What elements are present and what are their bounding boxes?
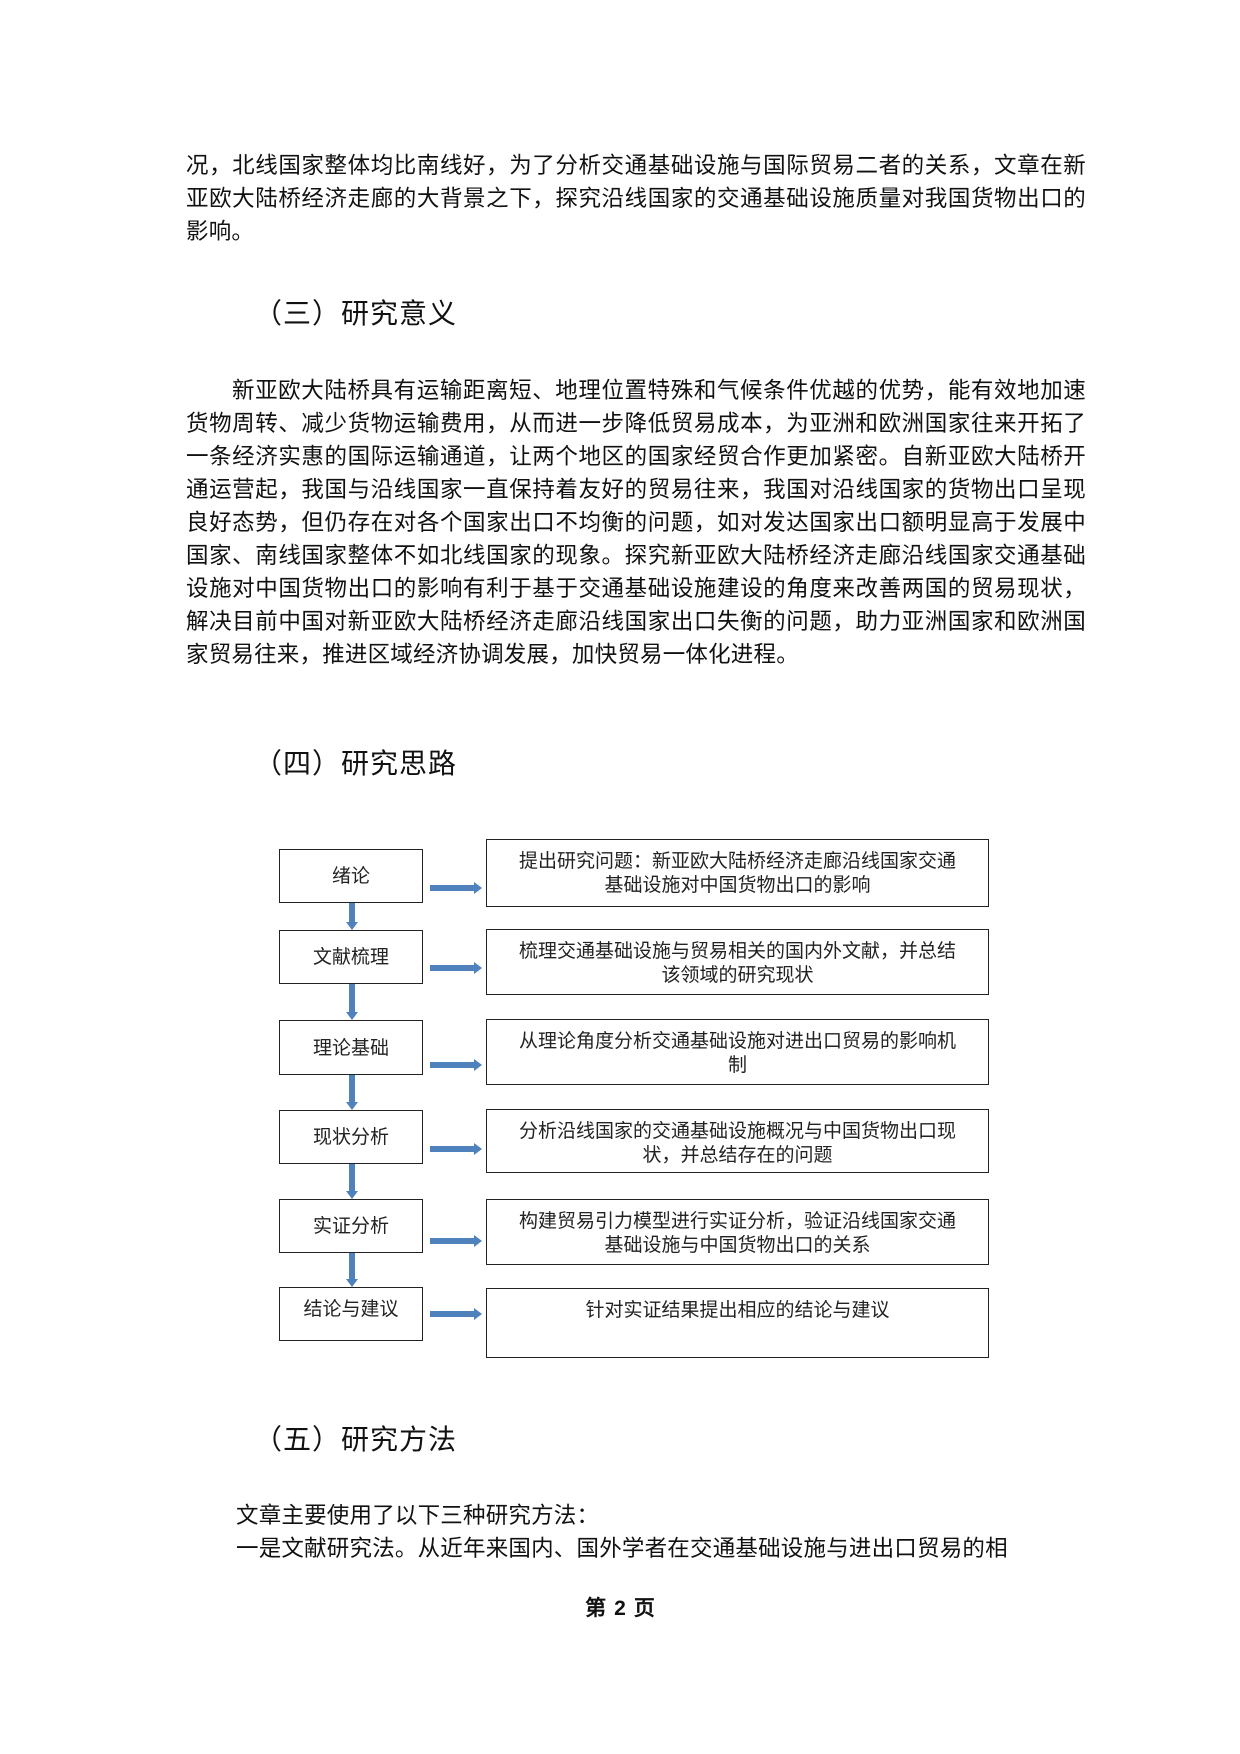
right-arrow-icon	[430, 1059, 482, 1071]
flow-description-box: 针对实证结果提出相应的结论与建议	[486, 1288, 989, 1358]
methods-first-method-line: 一是文献研究法。从近年来国内、国外学者在交通基础设施与进出口贸易的相	[236, 1536, 1008, 1562]
flow-stage-box: 实证分析	[279, 1199, 423, 1253]
intro-paragraph: 况，北线国家整体均比南线好，为了分析交通基础设施与国际贸易二者的关系，文章在新亚…	[186, 153, 1086, 245]
down-arrow-icon	[346, 903, 358, 930]
right-arrow-icon	[430, 1235, 482, 1247]
flow-stage-box: 理论基础	[279, 1020, 423, 1075]
flow-stage-label: 结论与建议	[303, 1298, 399, 1320]
flow-description-box: 从理论角度分析交通基础设施对进出口贸易的影响机制	[486, 1019, 989, 1085]
flow-description-text: 梳理交通基础设施与贸易相关的国内外文献，并总结该领域的研究现状	[518, 940, 956, 986]
flow-description-box: 构建贸易引力模型进行实证分析，验证沿线国家交通基础设施与中国货物出口的关系	[486, 1199, 989, 1265]
page-number: 2	[614, 1597, 626, 1620]
flow-stage-label: 理论基础	[312, 1036, 389, 1059]
methods-intro-line: 文章主要使用了以下三种研究方法：	[236, 1503, 600, 1529]
down-arrow-icon	[346, 984, 358, 1020]
flow-stage-box: 绪论	[279, 849, 423, 903]
flow-stage-box: 结论与建议	[279, 1287, 423, 1341]
page-number-suffix: 页	[633, 1597, 655, 1620]
right-arrow-icon	[430, 882, 482, 894]
section-heading-significance: （三）研究意义	[254, 297, 458, 330]
flow-description-box: 提出研究问题：新亚欧大陆桥经济走廊沿线国家交通基础设施对中国货物出口的影响	[486, 839, 989, 907]
down-arrow-icon	[346, 1164, 358, 1199]
flow-description-text: 从理论角度分析交通基础设施对进出口贸易的影响机制	[518, 1030, 956, 1076]
right-arrow-icon	[430, 962, 482, 974]
flow-stage-label: 绪论	[331, 865, 370, 887]
down-arrow-icon	[346, 1075, 358, 1110]
flow-stage-label: 现状分析	[312, 1126, 389, 1148]
down-arrow-icon	[346, 1253, 358, 1287]
flow-description-box: 梳理交通基础设施与贸易相关的国内外文献，并总结该领域的研究现状	[486, 929, 989, 995]
flow-stage-label: 文献梳理	[312, 946, 389, 968]
significance-paragraph: 新亚欧大陆桥具有运输距离短、地理位置特殊和气候条件优越的优势，能有效地加速货物周…	[186, 378, 1086, 668]
right-arrow-icon	[430, 1143, 482, 1155]
flow-description-box: 分析沿线国家的交通基础设施概况与中国货物出口现状，并总结存在的问题	[486, 1109, 989, 1173]
flow-description-text: 针对实证结果提出相应的结论与建议	[585, 1299, 890, 1321]
section-heading-approach: （四）研究思路	[254, 747, 458, 780]
flow-description-text: 分析沿线国家的交通基础设施概况与中国货物出口现状，并总结存在的问题	[518, 1120, 956, 1166]
right-arrow-icon	[430, 1308, 482, 1320]
flow-stage-label: 实证分析	[312, 1215, 389, 1237]
page-number-prefix: 第	[585, 1597, 607, 1620]
section-heading-methods: （五）研究方法	[254, 1423, 458, 1456]
flow-stage-box: 现状分析	[279, 1110, 423, 1164]
flow-stage-box: 文献梳理	[279, 930, 423, 984]
flow-description-text: 提出研究问题：新亚欧大陆桥经济走廊沿线国家交通基础设施对中国货物出口的影响	[518, 850, 956, 896]
flow-description-text: 构建贸易引力模型进行实证分析，验证沿线国家交通基础设施与中国货物出口的关系	[518, 1210, 956, 1256]
